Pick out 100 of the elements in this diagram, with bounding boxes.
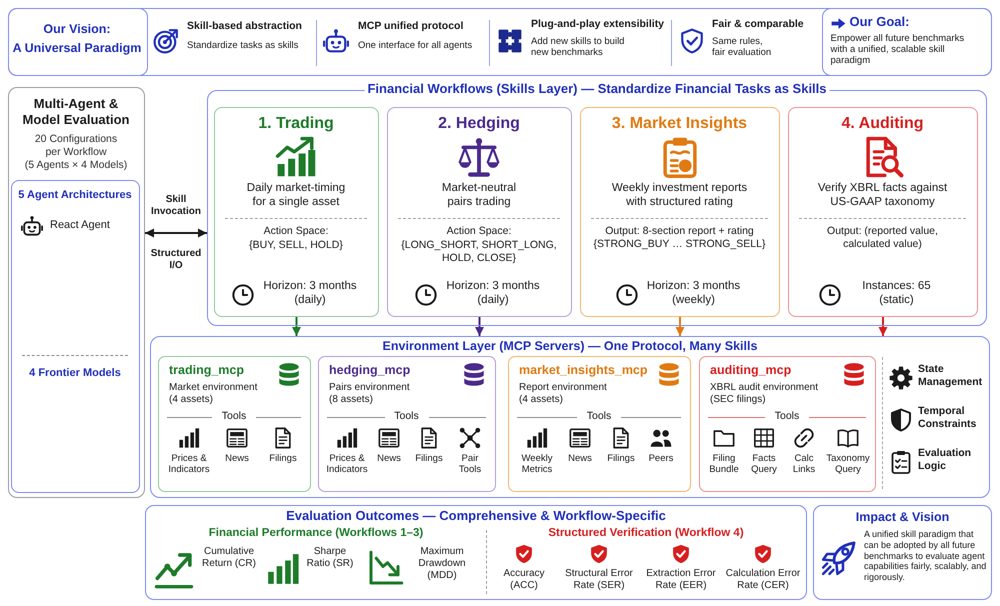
server-name: hedging_mcp (329, 363, 410, 378)
environment-description: Report environment (4 assets) (519, 382, 608, 406)
panel-heading: Impact & Vision (856, 510, 950, 525)
section-heading: 4 Frontier Models (28, 367, 122, 380)
workflow-card (214, 107, 379, 317)
server-name: trading_mcp (169, 363, 244, 378)
tools-heading: Tools (774, 410, 800, 423)
card-title: 1. Trading (258, 114, 334, 134)
evaluation-setup-panel (8, 87, 145, 498)
server-card (508, 356, 691, 492)
layer-title: Financial Workflows (Skills Layer) — Standardize Financial Tasks as Skills (364, 81, 830, 97)
horizon-text: Horizon: 3 months (daily) (446, 280, 540, 308)
card-title: 2. Hedging (438, 114, 520, 134)
impact-panel (813, 505, 992, 600)
panel-heading: Our Vision: (42, 22, 112, 36)
feature-description: Add new skills to build new benchmarks (531, 36, 626, 59)
impact-text: A unified skill paradigm that can be adopted by all future benchmarks to evaluate agent capabilities fairly, scalably, and rigorously. (864, 529, 988, 583)
tools-heading: Tools (394, 410, 420, 423)
panel-heading: A Universal Paradigm (12, 40, 142, 56)
tool-label: Filings (606, 453, 636, 464)
tool-label: Prices & Indicators (168, 453, 210, 476)
capability-label: Evaluation Logic (918, 447, 972, 472)
feature-description: Standardize tasks as skills (187, 40, 300, 52)
feature-title: Plug-and-play extensibility (531, 18, 664, 31)
environment-description: Market environment (4 assets) (169, 382, 258, 406)
panel-heading: Evaluation Outcomes — Comprehensive & Workflow-Specific (286, 508, 666, 524)
metric-label: Calculation Error Rate (CER) (725, 568, 801, 592)
feature-title: Fair & comparable (712, 18, 804, 31)
goal-text: Empower all future benchmarks with a unified, scalable skill paradigm (830, 32, 966, 67)
capability-label: Temporal Constraints (918, 405, 978, 430)
panel-heading: Our Goal: (850, 14, 910, 30)
tool-label: Pair Tools (458, 453, 482, 476)
metric-label: Structural Error Rate (SER) (564, 568, 634, 592)
server-card (318, 356, 496, 492)
annotation-text: Structured I/O (150, 248, 202, 272)
feature-description: Same rules, fair evaluation (712, 36, 772, 59)
tool-label: Peers (648, 453, 674, 464)
tools-heading: Tools (586, 410, 612, 423)
task-description: Daily market-timing for a single asset (246, 182, 346, 210)
horizon-text: Instances: 65 (static) (862, 280, 932, 308)
task-description: Verify XBRL facts against US-GAAP taxonomy (817, 182, 948, 210)
vision-panel (8, 8, 148, 76)
card-title: 3. Market Insights (611, 114, 748, 134)
task-description: Weekly investment reports with structured rating (611, 182, 748, 210)
metric-label: Cumulative Return (CR) (202, 546, 256, 570)
environment-description: XBRL audit environment (SEC filings) (710, 382, 820, 406)
environment-description: Pairs environment (8 assets) (329, 382, 411, 406)
section-heading: Structured Verification (Workflow 4) (548, 527, 744, 541)
workflow-card (788, 107, 978, 317)
metric-label: Accuracy (ACC) (502, 568, 546, 592)
horizon-text: Horizon: 3 months (daily) (262, 280, 358, 308)
tool-label: Calc Links (792, 453, 816, 476)
agent-model-panel (11, 180, 140, 493)
server-name: auditing_mcp (710, 363, 792, 378)
feature-description: One interface for all agents (358, 40, 474, 52)
configuration-note: 20 Configurations per Workflow (34, 133, 118, 158)
tool-label: Filing Bundle (708, 453, 740, 476)
feature-title: Skill-based abstraction (187, 20, 302, 33)
tool-label: Filings (268, 453, 298, 464)
goal-panel (822, 8, 992, 76)
tool-label: Weekly Metrics (521, 453, 553, 476)
tool-label: Facts Query (750, 453, 778, 476)
arrow (475, 317, 484, 336)
metric-label: Extraction Error Rate (EER) (646, 568, 716, 592)
tools-heading: Tools (221, 410, 247, 423)
card-title: 4. Auditing (840, 114, 924, 134)
tool-label: News (568, 453, 592, 464)
arrow (292, 317, 301, 336)
configuration-note: (5 Agents × 4 Models) (24, 159, 128, 172)
arrow (676, 317, 684, 336)
output-description: Output: 8-section report + rating {STRONG_BUY … STRONG_SELL} (593, 225, 766, 250)
tool-label: Taxonomy Query (826, 453, 870, 476)
action-space-label: Action Space: (446, 225, 512, 238)
output-description: Output: (reported value, calculated value) (826, 225, 938, 250)
tool-label: Filings (414, 453, 444, 464)
panel-heading: Multi-Agent & Model Evaluation (22, 96, 130, 128)
tool-label: Prices & Indicators (326, 453, 368, 476)
action-space-label: Action Space: (263, 225, 329, 238)
arrow (878, 317, 888, 336)
feature-title: MCP unified protocol (358, 20, 464, 33)
metric-label: Maximum Drawdown (MDD) (418, 546, 466, 582)
action-space-values: {LONG_SHORT, SHORT_LONG, HOLD, CLOSE} (400, 239, 558, 264)
section-heading: 5 Agent Architectures (18, 189, 132, 202)
workflow-card (580, 107, 780, 317)
workflow-card (387, 107, 572, 317)
capability-label: State Management (918, 363, 984, 388)
task-description: Market-neutral pairs trading (441, 182, 517, 210)
list-item: React Agent (50, 219, 110, 232)
tool-label: News (224, 453, 250, 464)
horizon-text: Horizon: 3 months (weekly) (646, 280, 741, 308)
server-card (158, 356, 311, 492)
server-card (699, 356, 876, 492)
double-arrow (145, 228, 207, 238)
action-space-values: {BUY, SELL, HOLD} (248, 239, 344, 252)
layer-title: Environment Layer (MCP Servers) — One Protocol, Many Skills (382, 339, 758, 354)
server-name: market_insights_mcp (519, 363, 648, 378)
outcomes-panel (145, 505, 807, 600)
section-heading: Financial Performance (Workflows 1–3) (208, 527, 424, 541)
tool-label: News (376, 453, 402, 464)
environment-layer-frame (150, 336, 990, 498)
